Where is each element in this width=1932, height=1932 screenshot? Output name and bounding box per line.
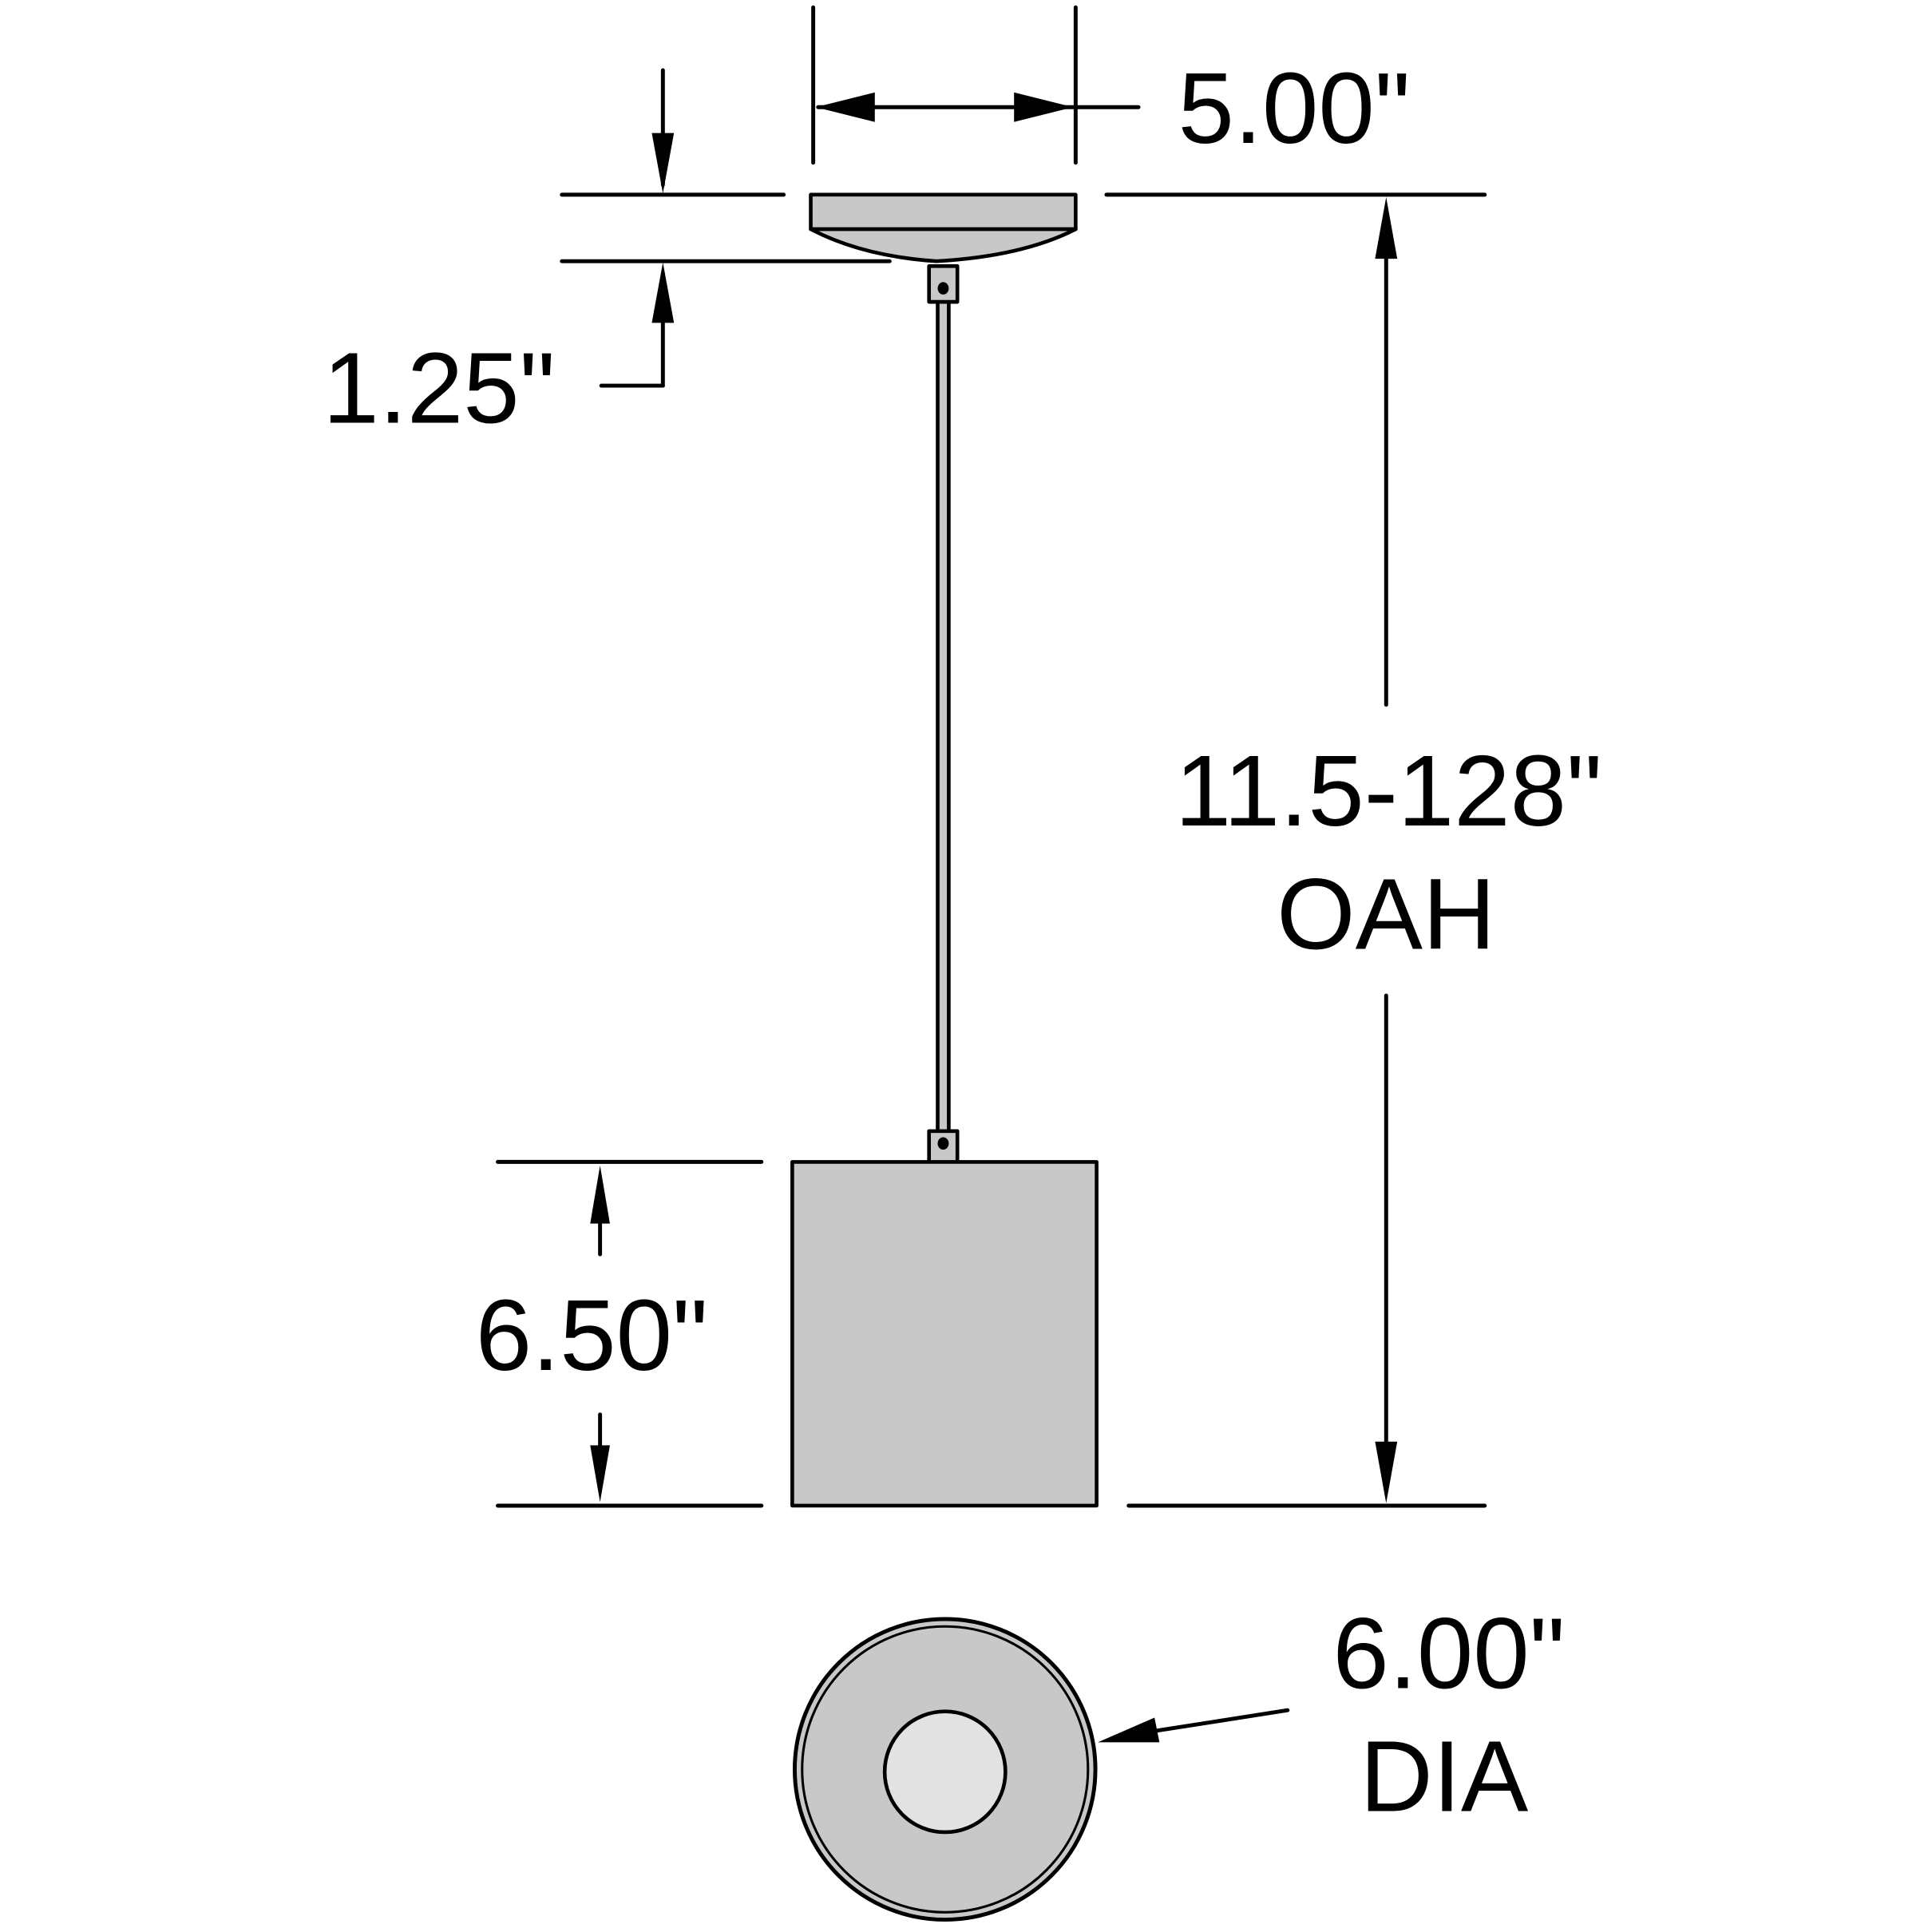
stem bbox=[927, 264, 960, 1166]
arrow-left-icon bbox=[1098, 1717, 1160, 1743]
shade-body bbox=[790, 1160, 1099, 1508]
overall-height-dimension: 11.5-128" OAH bbox=[1104, 192, 1602, 1508]
arrow-left-icon bbox=[815, 92, 875, 122]
bottom-view bbox=[793, 1617, 1098, 1922]
leader-line bbox=[1143, 1708, 1290, 1735]
canopy-height-label: 1.25" bbox=[323, 331, 555, 444]
canopy bbox=[809, 192, 1078, 263]
lens bbox=[882, 1709, 1008, 1835]
arrow-down-icon bbox=[590, 1445, 610, 1502]
shade-diameter-label: 6.00" bbox=[1332, 1596, 1565, 1709]
top-coupler bbox=[927, 264, 960, 304]
shade-diameter-dimension: 6.00" DIA bbox=[1098, 1596, 1566, 1833]
shade-diameter-unit-label: DIA bbox=[1360, 1720, 1529, 1833]
arrow-up-icon bbox=[1375, 196, 1398, 259]
canopy-dome bbox=[809, 227, 1078, 263]
overall-height-label: 11.5-128" bbox=[1175, 734, 1602, 847]
arrow-right-icon bbox=[1014, 92, 1074, 122]
arrow-up-icon bbox=[651, 262, 675, 323]
shade-height-label: 6.50" bbox=[476, 1278, 708, 1392]
canopy-plate bbox=[809, 192, 1078, 232]
overall-height-unit-label: OAH bbox=[1277, 857, 1495, 970]
shade-height-dimension: 6.50" bbox=[476, 1159, 764, 1508]
bottom-set-screw-icon bbox=[937, 1137, 949, 1150]
arrow-up-icon bbox=[590, 1166, 610, 1224]
canopy-width-label: 5.00" bbox=[1178, 51, 1410, 164]
shade-inner-rim bbox=[801, 1625, 1090, 1914]
arrow-down-icon bbox=[651, 133, 675, 194]
arrow-down-icon bbox=[1375, 1441, 1398, 1503]
top-set-screw-icon bbox=[937, 282, 949, 295]
stem-rod bbox=[936, 299, 951, 1134]
canopy-width-dimension: 5.00" bbox=[811, 5, 1411, 165]
canopy-height-dimension: 1.25" bbox=[323, 68, 892, 444]
